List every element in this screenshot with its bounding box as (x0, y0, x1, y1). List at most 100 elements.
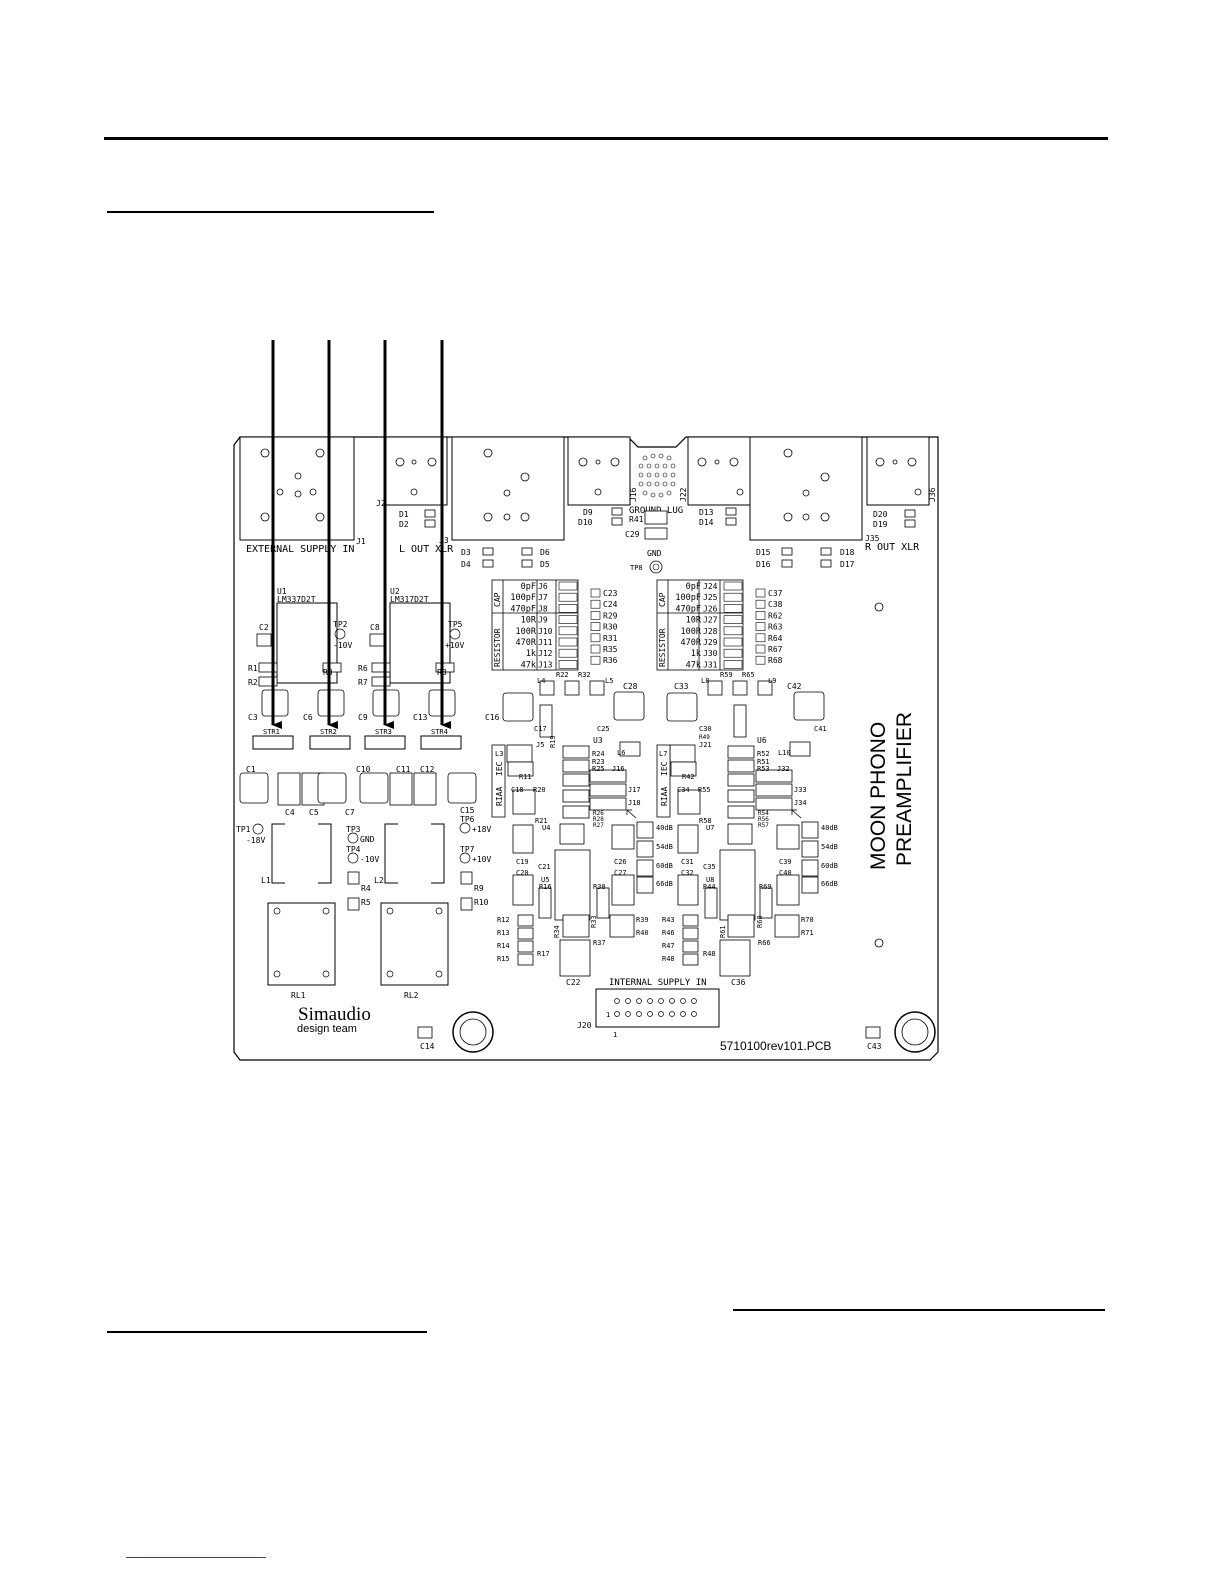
c19-label: C19 (516, 858, 529, 866)
gain-right-40: 40dB (821, 824, 838, 832)
j36-label: J36 (928, 487, 937, 502)
left-table-part-label: R30 (603, 623, 618, 632)
left-table-value: 470R (516, 638, 537, 648)
r-out-label: R OUT XLR (865, 542, 920, 553)
j22-label: J22 (679, 487, 688, 502)
l4-label: L4 (537, 677, 545, 685)
r9-label: R9 (474, 884, 484, 893)
right-table-jumper-pad (723, 660, 743, 669)
ext-supply-label: EXTERNAL SUPPLY IN (246, 544, 354, 555)
c3-label: C3 (248, 713, 258, 722)
d20-label: D20 (873, 510, 888, 519)
j5-label: J5 (536, 741, 544, 749)
left-table-part-pad (590, 588, 601, 598)
left-table-part-pad (590, 633, 601, 643)
u7-label: U7 (706, 824, 714, 832)
pcb-name: 5710100rev101.PCB (720, 1039, 831, 1053)
j20-label: J20 (577, 1021, 592, 1030)
c30-label: C30 (699, 725, 712, 733)
d1-label: D1 (399, 510, 409, 519)
j36-connector (866, 436, 930, 506)
tp6-voltage: +18V (472, 825, 491, 834)
l1-label: L1 (261, 876, 271, 885)
right-table-part-pad (755, 588, 766, 598)
r6-label: R6 (358, 664, 368, 673)
res-side-left: RESISTOR (493, 628, 502, 667)
gnd-label: GND (647, 549, 662, 558)
j32-label: J32 (777, 765, 790, 773)
right-table-part-pad (755, 611, 766, 620)
c4-label: C4 (285, 808, 295, 817)
brand-name: Simaudio (298, 1004, 371, 1025)
left-table-part-label: C24 (603, 600, 618, 609)
c6-label: C6 (303, 713, 313, 722)
tp2-label: TP2 (333, 620, 348, 629)
right-table-value: 100pF (675, 593, 701, 603)
tp7-label: TP7 (460, 845, 475, 854)
cap-side-right: CAP (658, 592, 667, 607)
u4-label: U4 (542, 824, 550, 832)
r55-label: R55 (698, 786, 711, 794)
right-table-part-pad (755, 644, 766, 654)
r61-label: R61 (719, 925, 727, 938)
tp5-voltage: +10V (445, 641, 464, 650)
left-table-jumper: J8 (538, 604, 548, 613)
c9-label: C9 (358, 713, 368, 722)
c1-label: C1 (246, 765, 256, 774)
u2-label: U2 (390, 587, 400, 596)
c40-label: C40 (779, 869, 792, 877)
r26-label: R26 (593, 810, 604, 817)
r40-label: R40 (636, 929, 649, 937)
footer-underline-right (733, 1309, 1105, 1311)
mounting-holes (452, 602, 936, 1053)
right-table-part-pad (755, 599, 766, 609)
r14-label: R14 (497, 942, 510, 950)
c22-label: C22 (566, 978, 581, 987)
r43-label: R43 (662, 916, 675, 924)
right-table-jumper: J31 (703, 660, 718, 669)
c27-label: C27 (614, 869, 627, 877)
right-table-value: 1k (691, 649, 701, 659)
c11-label: C11 (396, 765, 411, 774)
strap-arrows (271, 340, 451, 729)
u1-label: U1 (277, 587, 287, 596)
left-table-part-label: R36 (603, 656, 618, 665)
left-table-part-pad (590, 622, 601, 631)
diode-pads (424, 507, 916, 568)
c13-label: C13 (413, 713, 428, 722)
l3-label: L3 (495, 750, 503, 758)
right-table-value: 47k (686, 660, 701, 670)
right-table-jumper: J29 (703, 638, 718, 647)
r22-label: R22 (556, 671, 569, 679)
c7-label: C7 (345, 808, 355, 817)
amp-stage-left (502, 680, 654, 977)
riaa-left: RIAA (495, 787, 504, 806)
left-table-part-label: R31 (603, 634, 618, 643)
left-table-value: 1k (526, 649, 536, 659)
right-table-jumper-pad (723, 637, 743, 647)
l2-label: L2 (374, 876, 384, 885)
str2-block (309, 735, 351, 750)
l7-label: L7 (659, 750, 667, 758)
str2-label: STR2 (320, 728, 337, 736)
c15-label: C15 (460, 806, 475, 815)
left-table-part-pad (590, 599, 601, 609)
u3-label: U3 (593, 736, 603, 745)
riaa-right: RIAA (660, 787, 669, 806)
left-table-jumper: J7 (538, 593, 548, 602)
r49-label: R49 (699, 734, 710, 741)
cap-side-left: CAP (493, 592, 502, 607)
r11-label: R11 (519, 773, 532, 781)
l8-label: L8 (701, 677, 709, 685)
str3-label: STR3 (375, 728, 392, 736)
right-table-part-label: R67 (768, 645, 783, 654)
tp3-label: TP3 (346, 825, 361, 834)
tp2-voltage: -10V (333, 641, 352, 650)
left-table-jumper: J9 (538, 616, 548, 625)
board-title-line1: MOON PHONO (867, 722, 890, 870)
right-table-part-pad (755, 633, 766, 643)
str1-block (252, 735, 294, 750)
u2-part: LM317D2T (390, 595, 429, 604)
footer-underline-left (107, 1331, 427, 1333)
